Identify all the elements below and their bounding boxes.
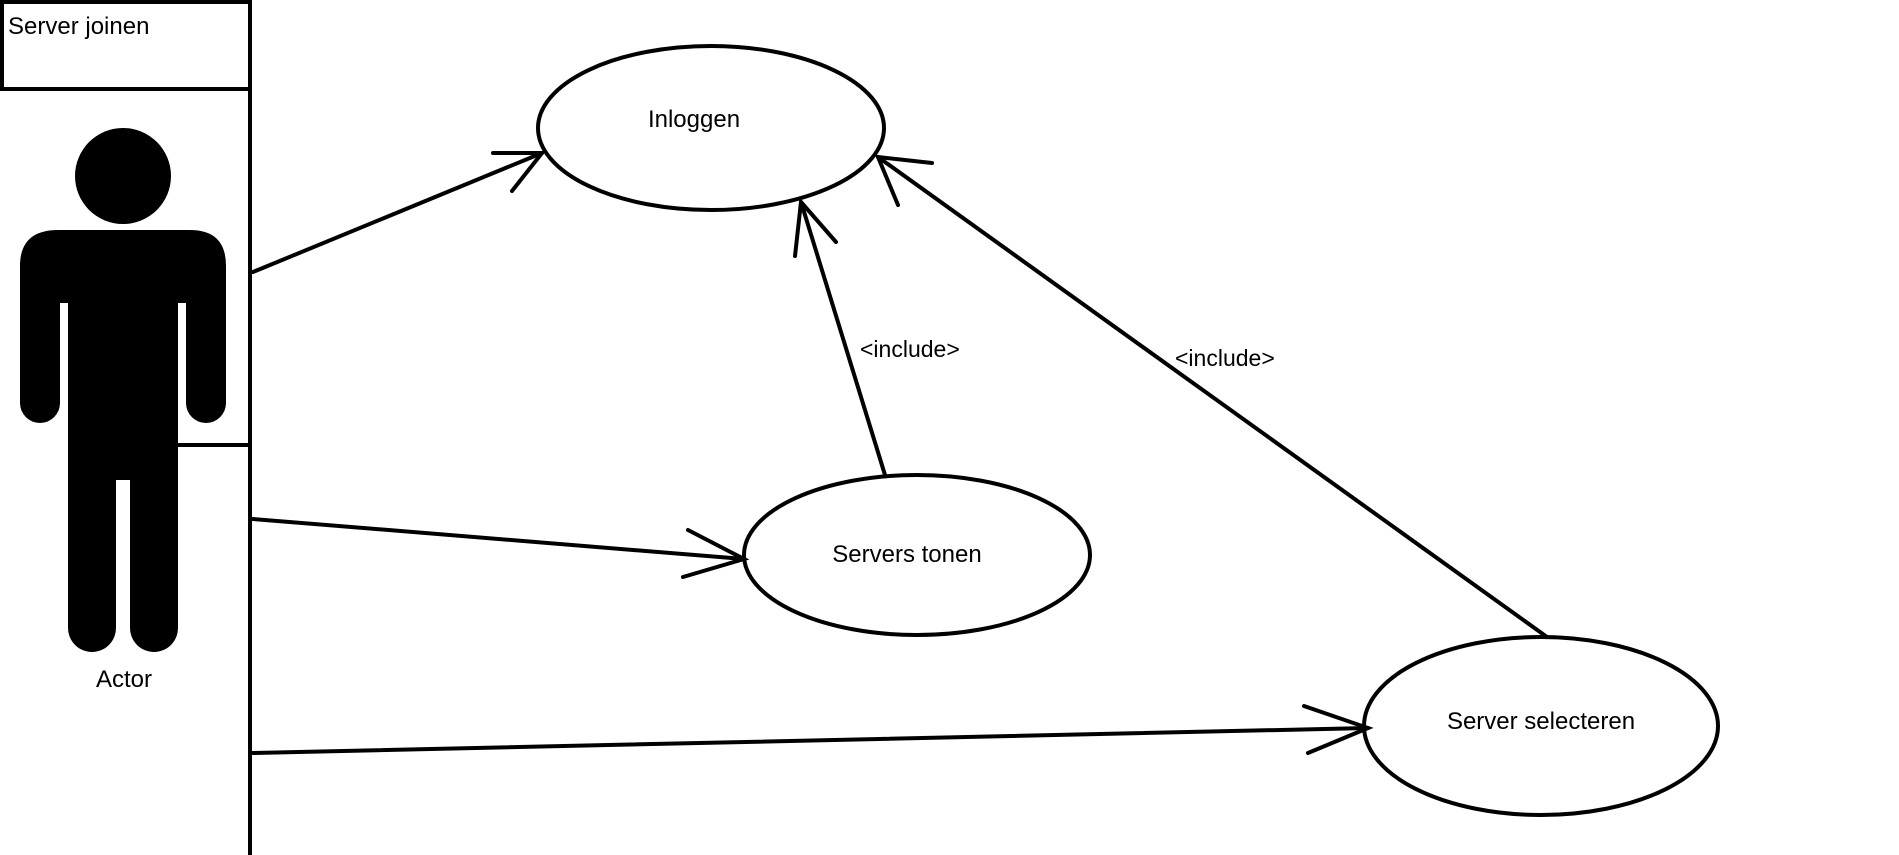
actor-body [20, 230, 226, 652]
association-server-selecteren-line [251, 726, 1370, 755]
use-case-server-selecteren-label: Server selecteren [1447, 708, 1635, 735]
association-servers-tonen-line [251, 517, 746, 561]
association-servers-tonen [251, 517, 750, 579]
include-servers-tonen-line [799, 200, 887, 477]
use-case-inloggen[interactable]: Inloggen [536, 44, 886, 212]
frame-title-box [0, 0, 252, 91]
association-servers-tonen-arrowhead [681, 528, 750, 579]
actor-head [75, 128, 171, 224]
system-boundary: Server joinen [0, 0, 252, 855]
include-label-1: <include> [860, 336, 960, 362]
use-case-inloggen-ellipse[interactable] [536, 44, 886, 212]
actor-label: Actor [96, 666, 152, 693]
association-server-selecteren-arrowhead [1302, 704, 1374, 755]
include-server-selecteren-arrowhead [874, 154, 934, 207]
frame-title: Server joinen [8, 13, 149, 40]
association-inloggen [251, 151, 547, 274]
use-case-servers-tonen-ellipse[interactable] [742, 473, 1092, 637]
association-inloggen-arrowhead [491, 151, 547, 193]
use-case-inloggen-label: Inloggen [648, 106, 740, 133]
use-case-servers-tonen-label: Servers tonen [832, 541, 981, 568]
include-servers-tonen-arrowhead [793, 197, 838, 258]
association-server-selecteren [251, 704, 1374, 755]
actor-figure: Actor [20, 128, 226, 693]
include-servers-tonen: <include> [793, 197, 960, 477]
association-inloggen-line [251, 151, 544, 274]
include-label-2: <include> [1175, 345, 1275, 371]
include-server-selecteren-line [876, 155, 1549, 639]
use-case-servers-tonen[interactable]: Servers tonen [742, 473, 1092, 637]
use-case-server-selecteren[interactable]: Server selecteren [1362, 635, 1720, 817]
include-server-selecteren: <include> [874, 154, 1549, 639]
